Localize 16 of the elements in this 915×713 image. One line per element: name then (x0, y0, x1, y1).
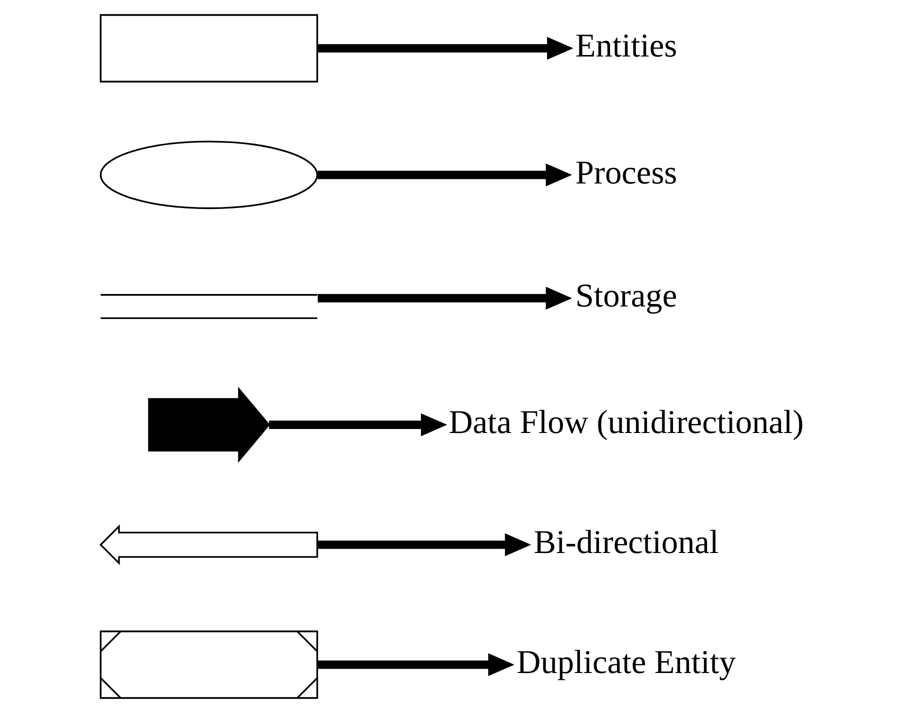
node-ellipse (99, 140, 318, 210)
node-text: Data Flow (unidirectional) (448, 404, 804, 442)
node-text: Duplicate Entity (516, 644, 736, 682)
node-arrows (148, 386, 270, 463)
arrow (317, 533, 531, 556)
arrow (317, 163, 572, 186)
node-text: Entities (574, 28, 677, 65)
node-arrow (98, 524, 318, 566)
node-text: Bi-directional (533, 524, 718, 562)
node-box (99, 14, 318, 82)
arrow (268, 413, 447, 436)
arrow (317, 36, 573, 60)
arrow (317, 286, 572, 310)
arrow (317, 653, 514, 676)
node-text: Process (574, 154, 677, 192)
node-text: Storage (574, 278, 677, 315)
